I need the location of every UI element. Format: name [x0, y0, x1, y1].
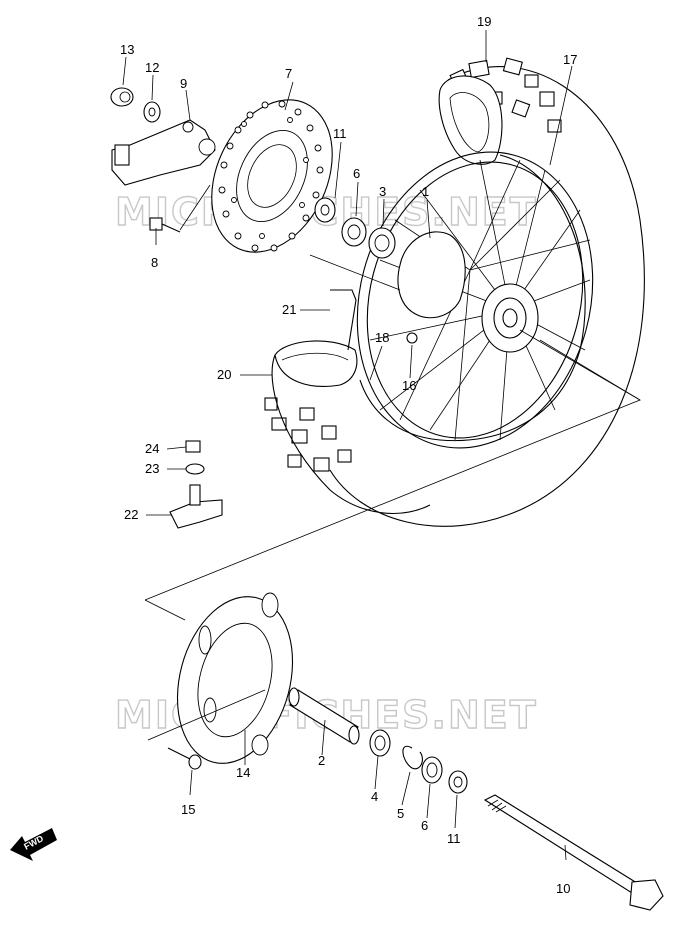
sprocket-bolt	[167, 747, 202, 770]
callout-5: 5	[397, 806, 404, 821]
bearing-6-top	[341, 217, 367, 247]
rim-tape	[271, 340, 431, 514]
nut-24	[185, 440, 201, 453]
callout-21: 21	[282, 302, 296, 317]
callout-14: 14	[236, 765, 250, 780]
tire-section-top	[438, 75, 503, 165]
callout-22: 22	[124, 507, 138, 522]
fwd-arrow: FWD	[10, 828, 57, 861]
callouts: 19 17 13 12 9 7 11 6 3 1 8 21 18 20 16 2…	[120, 14, 577, 896]
tire-tread-bottom	[264, 397, 352, 472]
callout-13: 13	[120, 42, 134, 57]
wheel-rim-spokes	[356, 151, 594, 449]
spoke-nipple	[406, 332, 418, 344]
axle-spacer	[288, 687, 360, 745]
bearing-6-bottom	[421, 756, 443, 784]
callout-19: 19	[477, 14, 491, 29]
rear-sprocket	[176, 592, 294, 764]
tube-valve-line	[330, 289, 357, 351]
washer-12	[143, 101, 161, 123]
brake-disc	[211, 99, 333, 253]
callout-24: 24	[145, 441, 159, 456]
spacer-3	[368, 227, 396, 259]
leader-lines	[122, 30, 573, 861]
callout-18: 18	[375, 330, 389, 345]
caliper-bracket	[111, 119, 216, 186]
reference-lines	[144, 184, 641, 741]
callout-16: 16	[402, 378, 416, 393]
circlip-5	[402, 745, 423, 770]
callout-7: 7	[285, 66, 292, 81]
callout-23: 23	[145, 461, 159, 476]
callout-3: 3	[379, 184, 386, 199]
bolt-8	[149, 217, 181, 233]
bearing-4	[369, 729, 391, 757]
washer-23	[185, 463, 205, 475]
wheel-hub	[397, 231, 539, 353]
collar-11-top	[314, 197, 336, 223]
callout-15: 15	[181, 802, 195, 817]
collar-11-bottom	[448, 770, 468, 794]
nut-13	[110, 87, 134, 107]
callout-11-bottom: 11	[447, 831, 461, 846]
callout-9: 9	[180, 76, 187, 91]
callout-6-top: 6	[353, 166, 360, 181]
rear-axle	[483, 794, 664, 911]
callout-8: 8	[151, 255, 158, 270]
callout-4: 4	[371, 789, 378, 804]
callout-12: 12	[145, 60, 159, 75]
callout-1: 1	[422, 184, 429, 199]
callout-17: 17	[563, 52, 577, 67]
callout-20: 20	[217, 367, 231, 382]
rim-lock-22	[169, 484, 223, 529]
callout-6-bottom: 6	[421, 818, 428, 833]
callout-11-top: 11	[333, 126, 347, 141]
callout-10: 10	[556, 881, 570, 896]
callout-2: 2	[318, 753, 325, 768]
